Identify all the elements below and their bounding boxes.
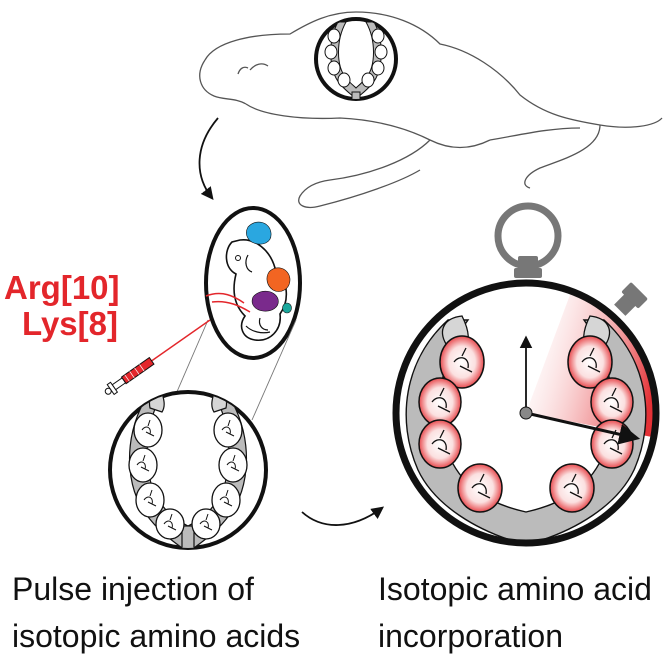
uterus-circle-left <box>108 390 268 550</box>
amino-acid-label-lys: Lys[8] <box>22 305 118 342</box>
stopwatch-side-button <box>614 282 648 316</box>
stopwatch <box>392 202 660 547</box>
syringe <box>104 319 211 396</box>
amino-acid-label-arg: Arg[10] <box>4 269 120 306</box>
caption-left-line1: Pulse injection of <box>12 571 254 607</box>
flow-arrow-down <box>198 117 219 200</box>
caption-right-line2: incorporation <box>378 618 563 654</box>
flow-arrow-right <box>301 506 385 526</box>
mouse-uterus-inset <box>314 17 398 101</box>
caption-left-line2: isotopic amino acids <box>12 618 301 654</box>
mouse-outline <box>199 11 663 209</box>
embryo-detail <box>204 206 302 360</box>
zoom-line-right <box>251 319 297 421</box>
caption-right-line1: Isotopic amino acid <box>378 571 652 607</box>
zoom-line-left <box>175 319 209 395</box>
stopwatch-hand-current <box>525 411 641 445</box>
